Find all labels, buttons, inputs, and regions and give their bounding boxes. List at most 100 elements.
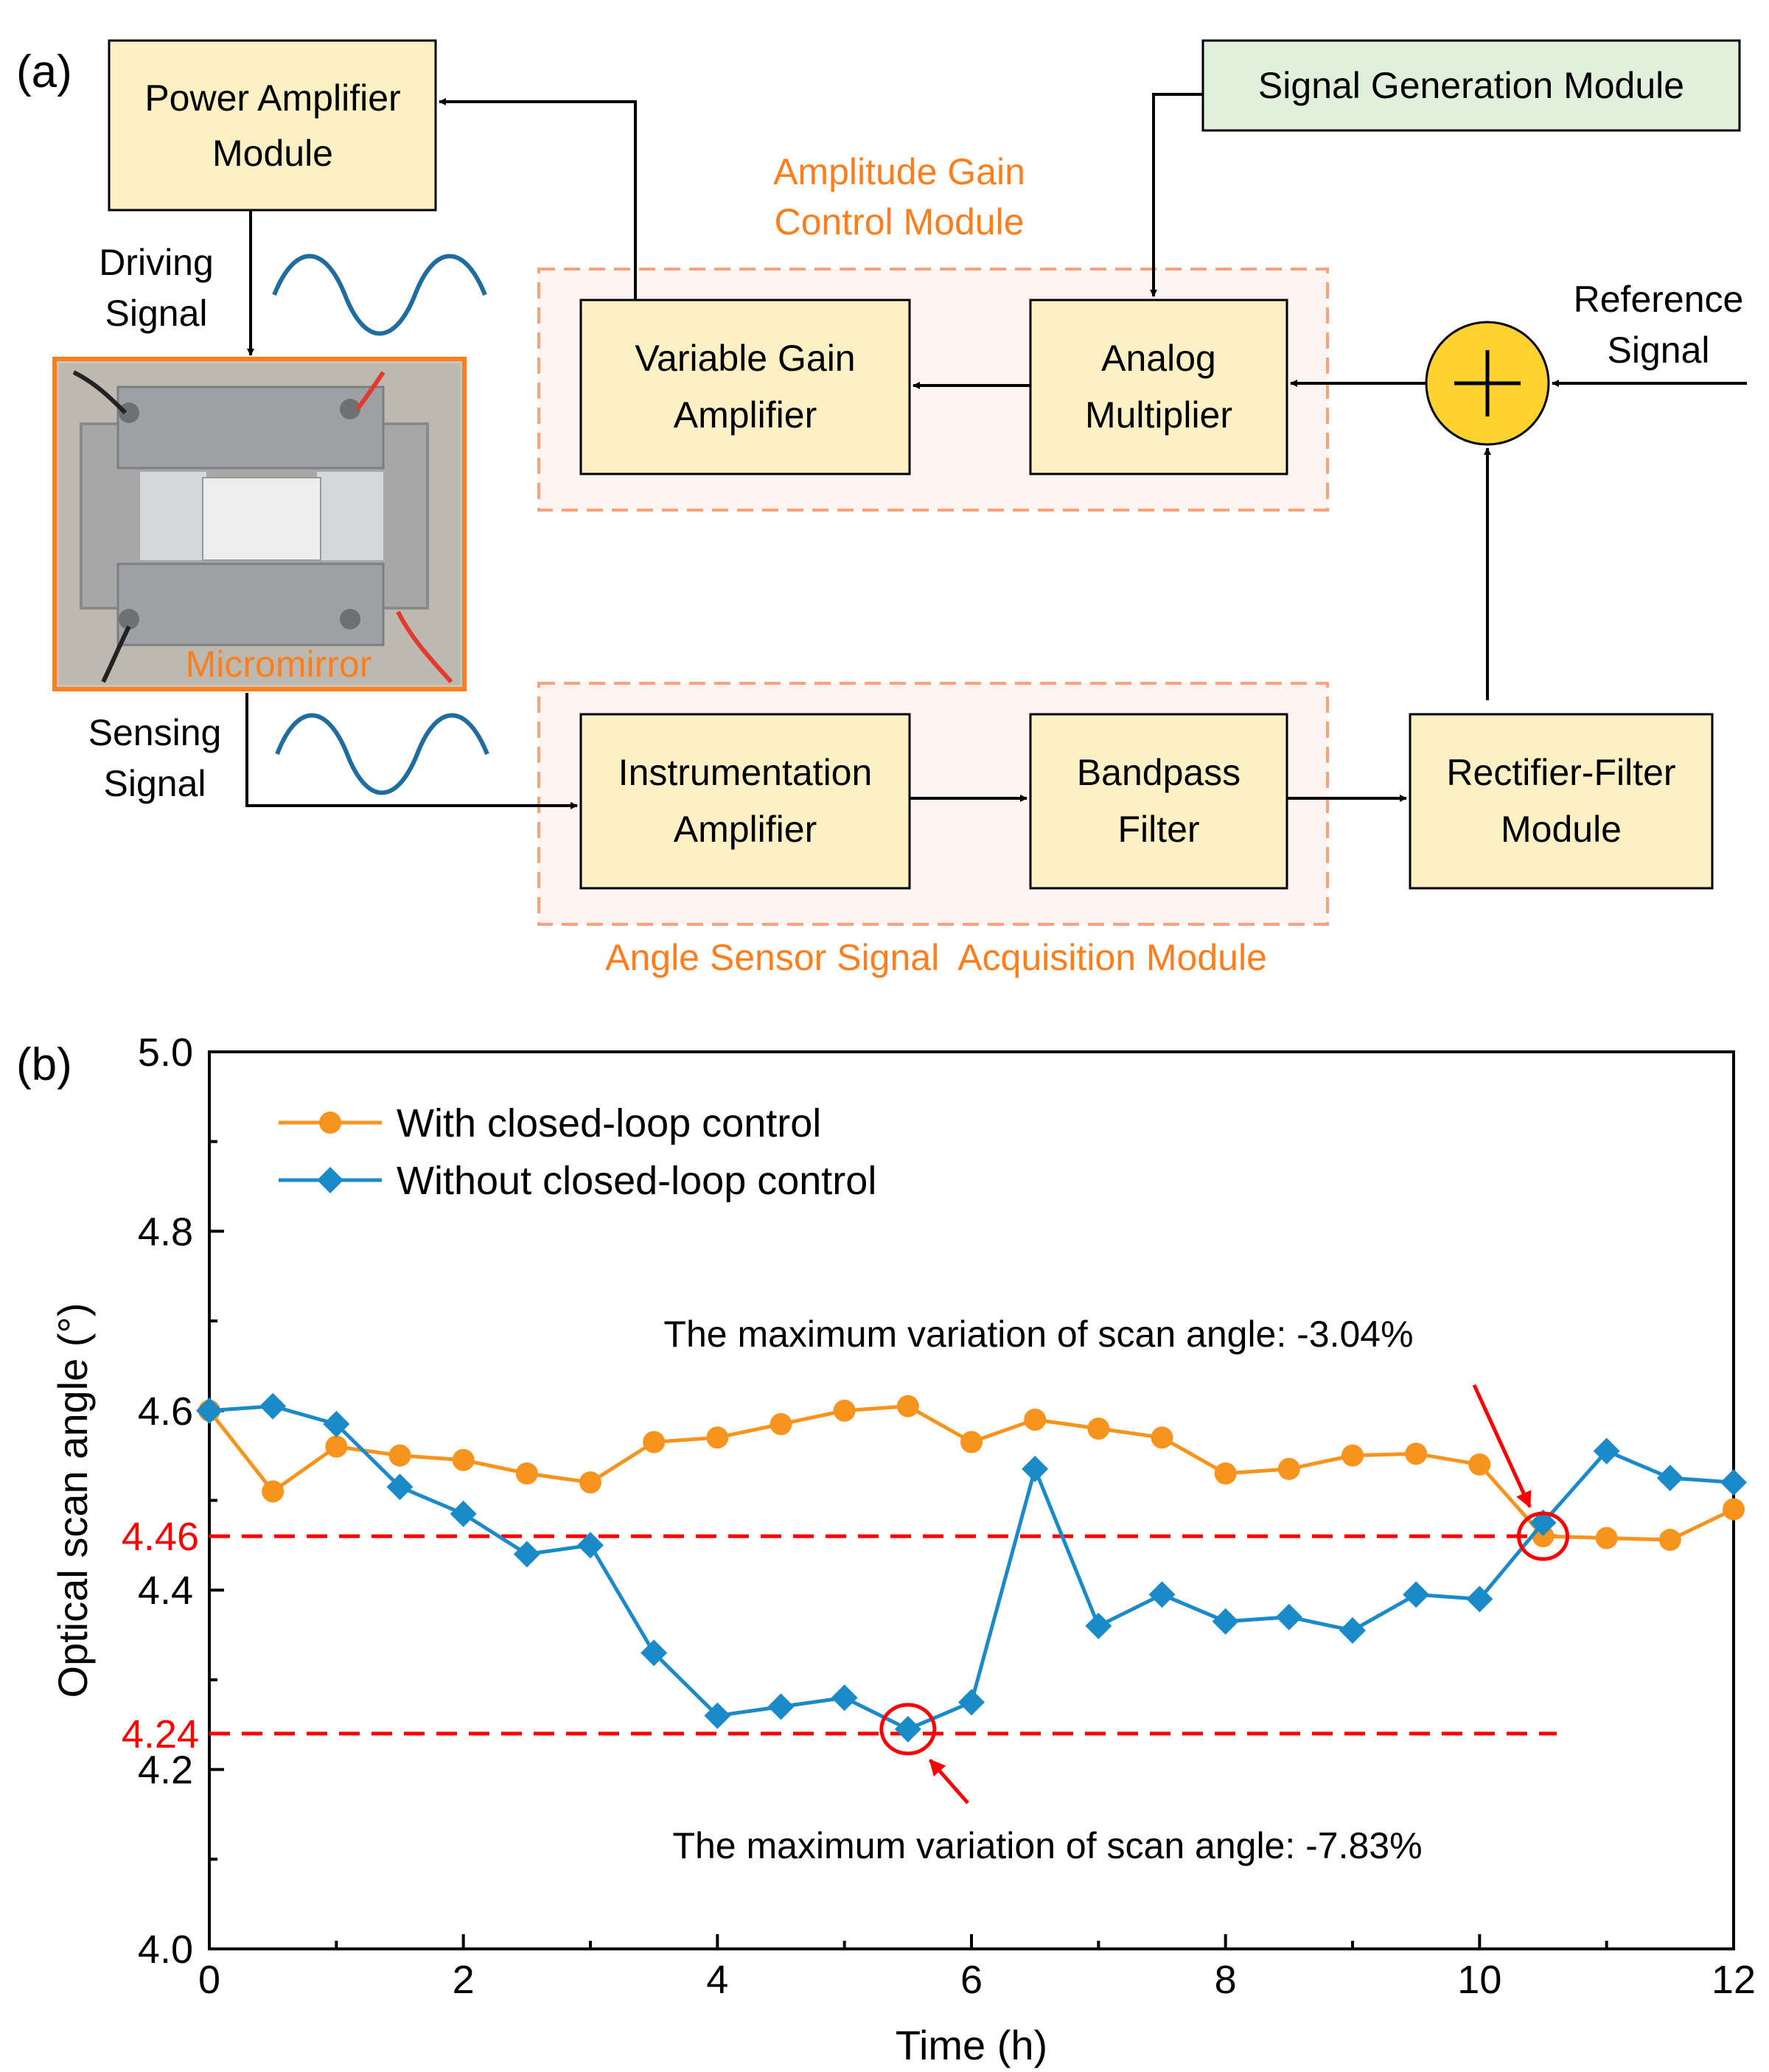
bandpass-line2: Filter bbox=[1117, 809, 1199, 850]
power-amplifier-module: Power Amplifier Module bbox=[108, 39, 437, 212]
micromirror-photo: Micromirror bbox=[52, 357, 467, 691]
series-1-point bbox=[1087, 1417, 1110, 1440]
annotation-bottom: The maximum variation of scan angle: -7.… bbox=[672, 1825, 1422, 1866]
analog-multiplier: Analog Multiplier bbox=[1029, 299, 1288, 475]
series-1-point bbox=[833, 1399, 856, 1422]
series-2-point bbox=[958, 1689, 985, 1716]
arrow-signal-gen-to-multiplier bbox=[1150, 93, 1203, 297]
inamp-line1: Instrumentation bbox=[618, 752, 873, 793]
series-1-point bbox=[1341, 1444, 1364, 1467]
vga-line2: Amplifier bbox=[674, 394, 817, 436]
series-1-point bbox=[896, 1395, 919, 1417]
sensing-waveform bbox=[275, 713, 489, 795]
series-1-point bbox=[960, 1431, 983, 1454]
multiplier-line2: Multiplier bbox=[1085, 394, 1232, 436]
series-1-point bbox=[262, 1480, 285, 1503]
series-2-point bbox=[1403, 1581, 1430, 1608]
annotation-arrow-bottom bbox=[928, 1759, 969, 1804]
series-2-point bbox=[1720, 1469, 1747, 1496]
agc-title-line1: Amplitude Gain bbox=[773, 151, 1025, 192]
series-2-point bbox=[704, 1702, 731, 1729]
connectors bbox=[245, 93, 1747, 809]
y-tick-label: 4.0 bbox=[138, 1928, 193, 1972]
x-tick-label: 12 bbox=[1712, 1958, 1756, 2002]
series-2-point bbox=[831, 1684, 858, 1712]
driving-signal-line1: Driving bbox=[99, 242, 214, 283]
series-2-point bbox=[767, 1693, 795, 1720]
power-amplifier-line1: Power Amplifier bbox=[144, 77, 400, 119]
series-1-point bbox=[325, 1435, 348, 1458]
driving-waveform bbox=[272, 254, 487, 336]
legend-label-2: Without closed-loop control bbox=[397, 1159, 876, 1203]
series-1-point bbox=[1595, 1527, 1618, 1549]
series-1-point bbox=[388, 1444, 411, 1467]
series-1-point bbox=[452, 1448, 475, 1471]
series-2-point bbox=[1275, 1603, 1302, 1630]
series-2-point bbox=[450, 1500, 477, 1527]
multiplier-line1: Analog bbox=[1101, 338, 1216, 379]
series-1-point bbox=[1151, 1426, 1173, 1449]
vga-line1: Variable Gain bbox=[635, 338, 855, 379]
reference-line-label: 4.46 bbox=[122, 1515, 199, 1559]
reference-signal-line2: Signal bbox=[1608, 329, 1710, 371]
series-1-point bbox=[706, 1426, 729, 1449]
rectifier-filter-module: Rectifier-Filter Module bbox=[1409, 713, 1714, 890]
legend-marker-1 bbox=[319, 1112, 341, 1134]
driving-signal-line2: Signal bbox=[105, 293, 208, 334]
panel-b-label: (b) bbox=[16, 1039, 72, 1090]
series-2-point bbox=[1212, 1608, 1239, 1635]
series-line-1 bbox=[208, 1404, 1735, 1542]
highlight-circle-open-loop bbox=[879, 1703, 937, 1756]
y-tick-label: 4.6 bbox=[138, 1389, 193, 1434]
micromirror-label: Micromirror bbox=[186, 643, 372, 685]
series-1-point bbox=[643, 1431, 666, 1454]
rectifier-line2: Module bbox=[1501, 809, 1622, 850]
sensing-signal-line1: Sensing bbox=[88, 712, 222, 753]
x-axis-title: Time (h) bbox=[896, 2022, 1047, 2068]
series-1-point bbox=[1214, 1462, 1237, 1485]
series-1-point bbox=[1024, 1408, 1047, 1431]
series-2-point bbox=[1085, 1612, 1112, 1639]
x-tick-label: 0 bbox=[198, 1958, 220, 2002]
bandpass-filter: Bandpass Filter bbox=[1029, 713, 1288, 890]
reference-signal-line1: Reference bbox=[1574, 279, 1744, 320]
series-2-point bbox=[1656, 1465, 1683, 1492]
y-tick-label: 4.8 bbox=[138, 1210, 193, 1254]
series-2-point bbox=[513, 1541, 540, 1568]
panel-a: (a) Power Amplifier Module Signal Genera… bbox=[16, 39, 1747, 978]
series-2-point bbox=[386, 1473, 414, 1501]
x-tick-label: 8 bbox=[1215, 1958, 1237, 2002]
summing-junction bbox=[1425, 321, 1550, 446]
series-2-point bbox=[1022, 1455, 1049, 1482]
series-2-point bbox=[196, 1397, 223, 1424]
series-2-point bbox=[1339, 1616, 1366, 1644]
x-tick-label: 6 bbox=[960, 1958, 983, 2002]
y-tick-label: 5.0 bbox=[138, 1030, 193, 1075]
y-tick-label: 4.2 bbox=[138, 1748, 193, 1793]
series-1-point bbox=[1658, 1529, 1681, 1552]
series-1-point bbox=[1723, 1498, 1745, 1521]
annotation-arrow-top bbox=[1472, 1384, 1532, 1508]
series-1-point bbox=[579, 1471, 601, 1494]
reference-line-label: 4.24 bbox=[122, 1712, 199, 1757]
sensing-signal-line2: Signal bbox=[104, 763, 206, 804]
x-tick-label: 2 bbox=[453, 1958, 475, 2002]
x-tick-label: 4 bbox=[706, 1958, 728, 2002]
bandpass-line1: Bandpass bbox=[1077, 752, 1241, 793]
series-1-point bbox=[1277, 1457, 1300, 1480]
instrumentation-amplifier: Instrumentation Amplifier bbox=[579, 713, 911, 890]
variable-gain-amplifier: Variable Gain Amplifier bbox=[579, 299, 911, 475]
signal-generation-module: Signal Generation Module bbox=[1201, 39, 1741, 132]
annotation-top: The maximum variation of scan angle: -3.… bbox=[663, 1314, 1413, 1355]
y-axis-title: Optical scan angle (°) bbox=[49, 1303, 96, 1698]
arrow-micromirror-to-inamp bbox=[245, 693, 578, 809]
arrow-vga-to-power-amp bbox=[439, 98, 637, 300]
legend-label-1: With closed-loop control bbox=[397, 1101, 821, 1145]
series-2-point bbox=[1593, 1437, 1620, 1465]
signal-generation-label: Signal Generation Module bbox=[1258, 65, 1684, 106]
inamp-line2: Amplifier bbox=[674, 809, 817, 850]
